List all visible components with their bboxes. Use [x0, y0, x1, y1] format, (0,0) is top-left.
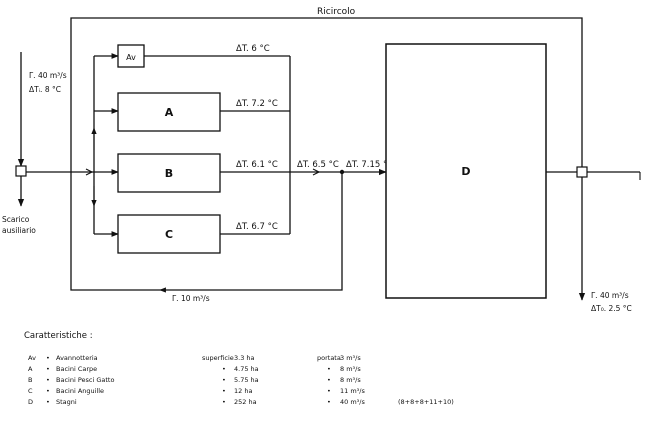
dt-c: ΔT. 6.7 °C: [236, 222, 278, 232]
junction-dot: [339, 169, 345, 175]
legend-superficie: 252 ha: [234, 398, 257, 406]
legend-superficie: 4.75 ha: [234, 365, 259, 373]
legend-note: (8+8+8+11+10): [398, 398, 454, 406]
legend-portata-prefix: •: [327, 376, 331, 384]
box-c-label: C: [165, 228, 173, 241]
box-b-label: B: [165, 167, 173, 180]
legend-name: Bacini Pesci Gatto: [56, 376, 114, 384]
legend-code: Av: [28, 354, 36, 362]
scarico-label-1: Scarico: [2, 215, 30, 224]
legend-name: Avannotteria: [56, 354, 98, 362]
legend-portata: 8 m³/s: [340, 365, 361, 373]
legend-superficie: 5.75 ha: [234, 376, 259, 384]
legend-portata-prefix: •: [327, 365, 331, 373]
legend-portata-prefix: •: [327, 387, 331, 395]
recirculation-label: Ricircolo: [317, 7, 356, 17]
legend-separator: •: [46, 376, 50, 384]
legend-superficie-prefix: •: [222, 365, 226, 373]
box-d: [385, 43, 547, 299]
legend-name: Stagni: [56, 398, 77, 406]
outflow-flow: Γ. 40 m³/s: [591, 291, 629, 300]
legend-title: Caratteristiche :: [24, 331, 93, 341]
legend-header-superficie: superficie: [202, 354, 234, 362]
legend-superficie-prefix: •: [222, 387, 226, 395]
dt-d-in: ΔT. 7.15 °C: [346, 160, 393, 170]
inlet-valve-icon: [15, 165, 27, 177]
legend-rows: Av • Avannotteria 3.3 ha 3 m³/sA • Bacini Carp…: [28, 354, 454, 406]
legend-code: B: [28, 376, 32, 384]
outflow-dt: ΔT₀. 2.5 °C: [591, 304, 632, 313]
dt-b: ΔT. 6.1 °C: [236, 160, 278, 170]
box-a-label: A: [165, 106, 174, 119]
box-d-label: D: [461, 165, 470, 178]
legend-separator: •: [46, 387, 50, 395]
legend-code: D: [28, 398, 33, 406]
box-b: [117, 153, 221, 193]
legend-portata: 11 m³/s: [340, 387, 365, 395]
outlet-valve-icon: [576, 166, 588, 178]
legend-separator: •: [46, 365, 50, 373]
recirculation-loop: [70, 17, 583, 172]
dt-a: ΔT. 7.2 °C: [236, 99, 278, 109]
legend-portata: 40 m³/s: [340, 398, 365, 406]
legend-portata: 8 m³/s: [340, 376, 361, 384]
legend-separator: •: [46, 354, 50, 362]
dt-mid: ΔT. 6.5 °C: [297, 160, 339, 170]
legend-header-portata: portata: [317, 354, 341, 362]
legend-name: Bacini Carpe: [56, 365, 97, 373]
inflow-flow: Γ. 40 m³/s: [29, 71, 67, 80]
legend-superficie: 3.3 ha: [234, 354, 255, 362]
legend-name: Bacini Anguille: [56, 387, 104, 395]
legend-superficie-prefix: •: [222, 376, 226, 384]
bottom-flow-label: Γ. 10 m³/s: [172, 294, 210, 303]
box-av-label: Av: [126, 53, 136, 62]
legend-superficie: 12 ha: [234, 387, 252, 395]
box-c: [117, 214, 221, 254]
scarico-label-2: ausiliario: [2, 226, 36, 235]
legend-portata-prefix: •: [327, 398, 331, 406]
legend-code: C: [28, 387, 33, 395]
legend-separator: •: [46, 398, 50, 406]
box-a: [117, 92, 221, 132]
legend-superficie-prefix: •: [222, 398, 226, 406]
legend-code: A: [28, 365, 33, 373]
bottom-return-line: [70, 172, 343, 291]
legend-portata: 3 m³/s: [340, 354, 361, 362]
inflow-dt: ΔTᵢ. 8 °C: [29, 85, 61, 94]
dt-av: ΔT. 6 °C: [236, 44, 270, 54]
